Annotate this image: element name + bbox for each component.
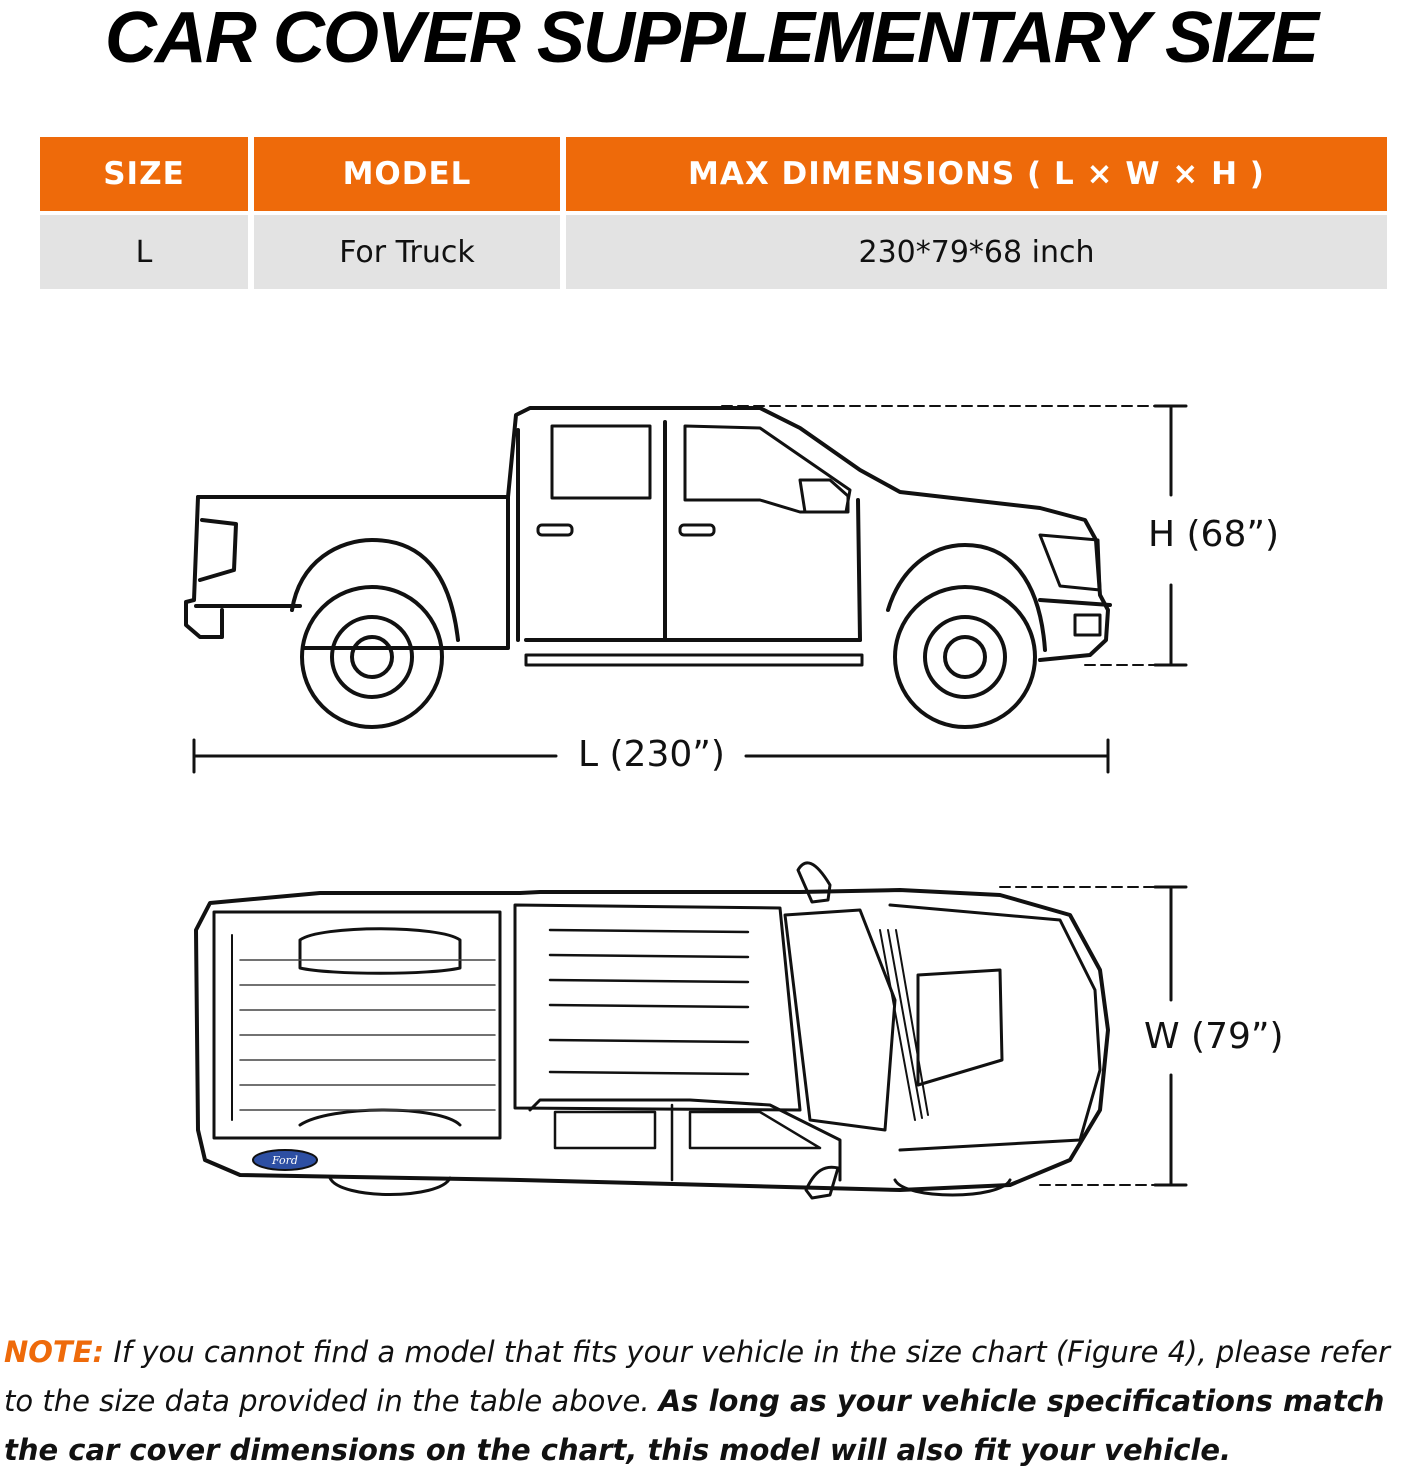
width-label: W (79”) xyxy=(1144,1016,1284,1057)
ford-badge: Ford xyxy=(252,1149,318,1171)
header-model: MODEL xyxy=(254,137,560,211)
header-max-dimensions: MAX DIMENSIONS ( L × W × H ) xyxy=(566,137,1387,211)
cell-model: For Truck xyxy=(254,215,560,289)
note-bold-text: As long as your vehicle specifications m… xyxy=(4,1384,1385,1467)
size-table: SIZE MODEL MAX DIMENSIONS ( L × W × H ) … xyxy=(34,133,1393,293)
cell-dimensions: 230*79*68 inch xyxy=(566,215,1387,289)
cell-size: L xyxy=(40,215,248,289)
length-dimension-line xyxy=(192,738,1110,774)
height-dimension-line xyxy=(721,404,1188,667)
width-dimension-line xyxy=(999,885,1188,1187)
truck-side-view-illustration xyxy=(184,406,1112,729)
truck-dimension-diagram: Ford H (68”) L (230”) W (79”) xyxy=(0,300,1422,1260)
table-header-row: SIZE MODEL MAX DIMENSIONS ( L × W × H ) xyxy=(40,137,1387,211)
note-label: NOTE: xyxy=(4,1335,105,1369)
table-row: L For Truck 230*79*68 inch xyxy=(40,215,1387,289)
length-label: L (230”) xyxy=(578,734,725,775)
note-paragraph: NOTE: If you cannot find a model that fi… xyxy=(4,1328,1420,1475)
height-label: H (68”) xyxy=(1148,514,1280,555)
note-text: If you cannot find a model that fits you… xyxy=(4,1335,1390,1418)
ford-badge-text: Ford xyxy=(271,1154,298,1167)
header-size: SIZE xyxy=(40,137,248,211)
truck-top-view-illustration xyxy=(194,861,1110,1200)
page-title: CAR COVER SUPPLEMENTARY SIZE xyxy=(104,0,1319,78)
